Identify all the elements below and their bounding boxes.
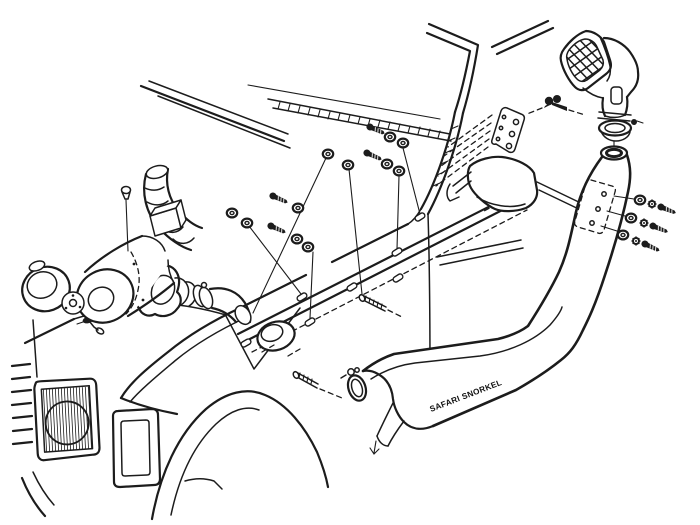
front-end xyxy=(10,319,330,521)
sill-trim-strip xyxy=(236,190,528,353)
duct-bracket-foot xyxy=(376,402,405,447)
air-ram-fitting-screw xyxy=(544,96,586,116)
grille-louvres xyxy=(10,362,34,446)
door-mirror xyxy=(446,155,588,213)
stud-leader-lines xyxy=(248,147,506,319)
corrugated-hose xyxy=(142,164,204,252)
bolt-cluster-upper xyxy=(361,121,410,177)
windscreen-header-seal xyxy=(267,98,452,142)
headlight xyxy=(33,377,101,462)
air-ram-mesh xyxy=(566,39,604,82)
air-ram-head xyxy=(559,29,640,122)
bolt-cluster-left xyxy=(225,190,315,253)
wheel-arch xyxy=(150,390,330,521)
windscreen-frame-joint xyxy=(425,19,555,115)
mirror-plate-dashed-leaders xyxy=(435,114,493,187)
drain-arrow xyxy=(369,440,380,455)
fender-port xyxy=(225,307,301,370)
air-cleaner-screw xyxy=(120,185,132,252)
air-ram-clamp xyxy=(597,119,644,149)
washer-pair-mid xyxy=(321,148,355,171)
bumper-corner xyxy=(20,471,55,518)
duct-clamp xyxy=(340,367,368,402)
body-belt-lines xyxy=(436,239,524,266)
threaded-studs xyxy=(292,293,403,399)
roof-rail xyxy=(139,80,441,149)
mirror-mounting-plate xyxy=(435,106,526,187)
front-indicator xyxy=(111,407,162,489)
adapter-clamp xyxy=(192,281,214,310)
horn xyxy=(21,260,105,335)
hose-bracket xyxy=(149,199,187,237)
snorkel-mounting-hardware xyxy=(600,194,678,255)
air-cleaner xyxy=(75,234,176,324)
snorkel-mounting-plate xyxy=(573,178,617,235)
